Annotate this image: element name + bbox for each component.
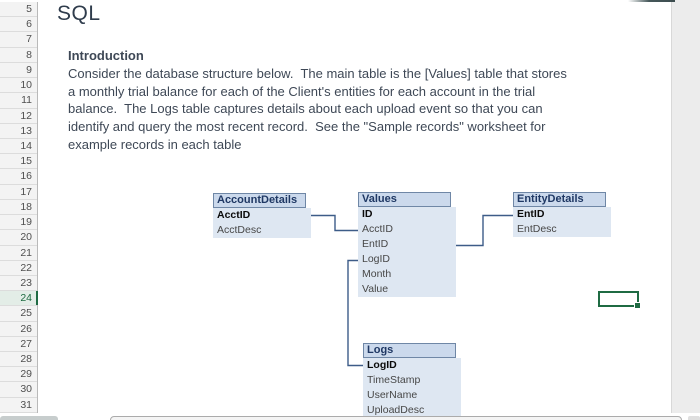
er-field-username: UserName	[367, 389, 418, 401]
row-header-26[interactable]: 26	[0, 322, 37, 337]
row-header-15[interactable]: 15	[0, 154, 37, 170]
row-header-19[interactable]: 19	[0, 215, 37, 231]
row-header-12[interactable]: 12	[0, 109, 37, 124]
row-header-29[interactable]: 29	[0, 367, 37, 383]
er-field-value: Value	[362, 283, 389, 295]
rel-entitydetails-values	[453, 214, 513, 247]
er-field-entdesc: EntDesc	[517, 223, 557, 235]
row-header-10[interactable]: 10	[0, 78, 37, 94]
row-header-16[interactable]: 16	[0, 169, 37, 185]
fill-handle[interactable]	[634, 302, 641, 309]
row-header-31[interactable]: 31	[0, 398, 37, 413]
er-field-acctdesc: AcctDesc	[217, 224, 262, 236]
er-field-entid: EntID	[362, 238, 389, 250]
intro-line: Consider the database structure below. T…	[68, 66, 567, 81]
er-field-timestamp: TimeStamp	[367, 374, 421, 386]
row-header-18[interactable]: 18	[0, 200, 37, 216]
intro-line: balance. The Logs table captures details…	[68, 101, 543, 117]
sheet-tab-scroll-stub[interactable]	[0, 416, 58, 420]
row-header-22[interactable]: 22	[0, 261, 37, 276]
er-table-fields: EntID EntDesc	[513, 207, 611, 237]
er-field-uploaddesc: UploadDesc	[367, 404, 425, 416]
intro-line: example records in each table	[68, 136, 242, 152]
er-table-title-entitydetails: EntityDetails	[513, 192, 606, 207]
intro-heading: Introduction	[68, 48, 144, 63]
intro-line: a monthly trial balance for each of the …	[68, 83, 536, 99]
er-field-entid: EntID	[517, 208, 545, 220]
row-header-23[interactable]: 23	[0, 276, 37, 292]
row-header-8[interactable]: 8	[0, 48, 37, 63]
er-table-title-values: Values	[358, 192, 451, 207]
selected-cell[interactable]	[598, 291, 641, 309]
row-header-13[interactable]: 13	[0, 124, 37, 139]
row-header-5[interactable]: 5	[0, 2, 37, 18]
er-table-title-accountdetails: AccountDetails	[213, 193, 306, 208]
row-header-25[interactable]: 25	[0, 306, 37, 322]
er-field-id: ID	[362, 208, 373, 220]
row-header-11[interactable]: 11	[0, 93, 37, 109]
row-header-24[interactable]: 24	[0, 291, 38, 307]
row-header-7[interactable]: 7	[0, 32, 37, 48]
row-header-30[interactable]: 30	[0, 382, 37, 398]
er-table-fields: AcctID AcctDesc	[213, 208, 311, 238]
intro-line: identify and query the most recent recor…	[68, 119, 546, 135]
row-header-6[interactable]: 6	[0, 17, 37, 33]
row-header-9[interactable]: 9	[0, 63, 37, 79]
outside-sheet-band	[671, 0, 700, 413]
row-header-27[interactable]: 27	[0, 337, 37, 353]
row-header-20[interactable]: 20	[0, 230, 37, 246]
page-title: SQL	[57, 2, 101, 25]
intro-paragraph: Consider the database structure below. T…	[68, 65, 567, 154]
er-field-logid: LogID	[362, 253, 391, 265]
top-edge-sliver	[628, 0, 675, 2]
er-table-title-logs: Logs	[363, 343, 456, 358]
row-header-14[interactable]: 14	[0, 139, 37, 155]
worksheet-area[interactable]: SQL Introduction Consider the database s…	[38, 0, 672, 418]
er-field-acctid: AcctID	[362, 223, 393, 235]
scrollbar-corner	[688, 416, 700, 420]
row-header-17[interactable]: 17	[0, 185, 37, 200]
er-field-month: Month	[362, 268, 392, 280]
er-field-acctid: AcctID	[217, 209, 251, 221]
er-field-logid: LogID	[367, 359, 397, 371]
horizontal-scrollbar-thumb[interactable]	[110, 416, 682, 420]
rel-accountdetails-values	[310, 214, 358, 232]
row-header-21[interactable]: 21	[0, 246, 37, 261]
bottom-scrollbar-area	[0, 413, 700, 420]
row-header-28[interactable]: 28	[0, 352, 37, 368]
